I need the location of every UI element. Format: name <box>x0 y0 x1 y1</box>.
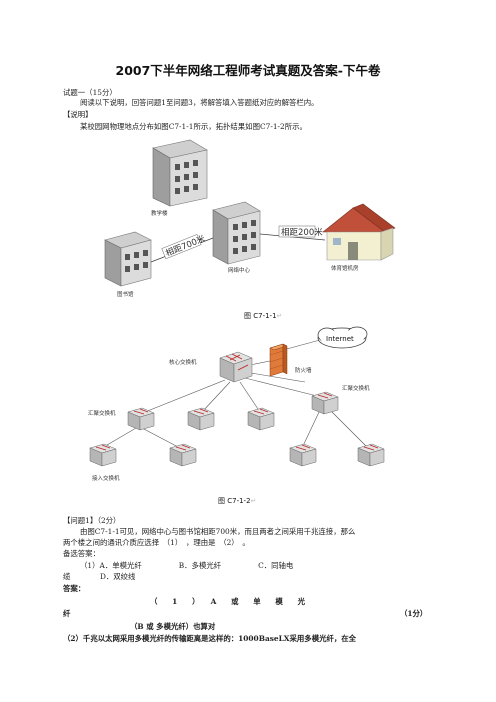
question-header: 试题一（15分） <box>63 88 117 97</box>
teaching-building <box>152 139 208 207</box>
label-firewall: 防火墙 <box>295 366 312 374</box>
figure-1-caption-text: 图 C7-1-1 <box>244 312 277 320</box>
label-distance-200: 相距200米 <box>281 227 323 238</box>
options-label: 备选答案： <box>63 549 100 558</box>
network-center-building <box>212 201 261 265</box>
access-switch-1-icon <box>89 443 117 467</box>
options-line-2: 缆 D．双绞线 <box>63 572 136 581</box>
label-200m-group: 相距200米 <box>278 225 323 238</box>
gym-building <box>322 203 396 261</box>
question-intro: 阅读以下说明，回答问题1至问题3，将解答填入答题纸对应的解答栏内。 <box>80 98 319 107</box>
label-700m-group: 相距700米 <box>161 233 207 260</box>
label-gym: 体育馆机房 <box>331 264 359 272</box>
answer-line-3: （B 或 多模光纤）也算对 <box>130 622 216 631</box>
answer-line-2-right: （1分） <box>400 609 428 618</box>
internet-cloud <box>317 326 368 349</box>
figure-1-caption-mark: ↵ <box>276 312 283 320</box>
question-1-line-2: 两个楼之间的通讯介质应选择 （1） ，理由是 （2） 。 <box>63 538 250 547</box>
page-title: 2007下半年网络工程师考试真题及答案-下午卷 <box>115 63 381 78</box>
figure-2-caption-mark: ↵ <box>250 497 257 505</box>
figure-2-caption-text: 图 C7-1-2 <box>218 497 251 505</box>
agg-switch-right-icon <box>311 391 339 415</box>
answer-line-4: （2）千兆以太网采用多模光纤的传输距离是这样的：1000BaseLX采用多模光纤… <box>63 634 357 643</box>
label-core-switch: 核心交换机 <box>169 358 197 366</box>
label-agg-right: 汇聚交换机 <box>342 384 370 392</box>
core-switch-icon <box>219 351 253 383</box>
label-network-center: 网络中心 <box>228 266 251 274</box>
agg-switch-mid1-icon <box>187 407 215 431</box>
label-internet: Internet <box>326 335 354 343</box>
firewall-icon <box>269 343 288 377</box>
access-switch-3-icon <box>289 443 317 467</box>
question-1-header: 【问题1】（2分） <box>63 516 121 525</box>
answer-line-1: （ 1 ） A 或 单 模 光 <box>150 597 305 606</box>
label-teaching: 教学楼 <box>151 209 168 217</box>
access-switch-2-icon <box>169 443 197 467</box>
label-library: 图书馆 <box>117 290 134 298</box>
library-building <box>104 231 152 287</box>
access-switch-4-icon <box>357 443 385 467</box>
explain-text: 某校园网物理地点分布如图C7-1-1所示，拓扑结果如图C7-1-2所示。 <box>80 122 307 131</box>
question-1-line-1: 由图C7-1-1可见，网络中心与图书馆相距700米，而且两者之间采用千兆连接，那… <box>80 527 356 536</box>
figure-1-caption: 图 C7-1-1↵ <box>244 311 282 321</box>
answer-line-2-left: 纤 <box>63 609 71 618</box>
options-line-1: （1）A．单模光纤 B．多模光纤 C．同轴电 <box>80 561 294 570</box>
label-agg-left: 汇聚交换机 <box>88 409 116 417</box>
agg-switch-mid2-icon <box>247 407 275 431</box>
agg-switch-left-icon <box>127 407 155 431</box>
figure-topology: Internet 防火墙 核心交换机 汇聚交换机 <box>88 326 385 482</box>
answer-label: 答案： <box>63 584 86 593</box>
explain-label: 【说明】 <box>63 110 93 119</box>
figure-campus-layout: 教学楼 网络中心 图书馆 相距700米 体育馆机房 <box>104 139 396 298</box>
label-access: 接入交换机 <box>92 474 120 482</box>
figure-2-caption: 图 C7-1-2↵ <box>218 496 256 506</box>
